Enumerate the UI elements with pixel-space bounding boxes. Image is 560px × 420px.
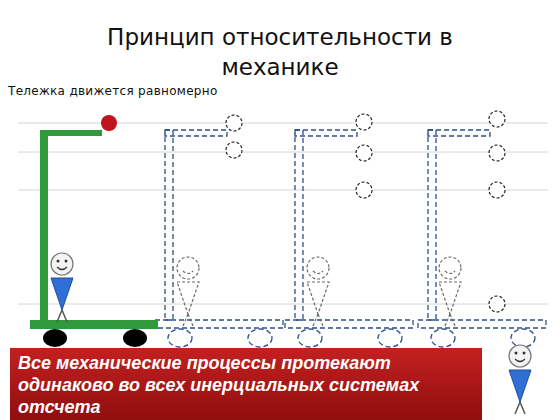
ball-outline (489, 182, 505, 198)
guide-line (18, 123, 548, 124)
cart-platform (30, 320, 158, 329)
ball-outline (226, 142, 242, 158)
guide-line (18, 304, 548, 305)
ball-outline (489, 145, 505, 161)
cart-wheel (123, 329, 147, 347)
ball-outline (489, 111, 505, 127)
ball (101, 115, 117, 131)
principle-banner: Все механические процессы протекают один… (10, 348, 482, 420)
cart (30, 130, 158, 347)
ball-positions (226, 111, 505, 312)
ball-outline (489, 296, 505, 312)
cart-outline (418, 130, 546, 347)
person-outline (177, 257, 199, 326)
guide-line (18, 152, 548, 153)
guide-line (18, 190, 548, 191)
cart-wheel (43, 329, 67, 347)
slide-title: Принцип относительности в механике (70, 22, 490, 82)
cart-pole (40, 130, 48, 322)
banner-text: Все механические процессы протекают один… (18, 352, 474, 418)
cart-arm (40, 130, 102, 136)
ball-outline (226, 115, 242, 131)
ball-outline (356, 182, 372, 198)
observer (509, 345, 531, 414)
subtitle-note: Тележка движется равномерно (8, 84, 218, 98)
trajectory-lines (18, 123, 548, 304)
person-on-cart (51, 253, 73, 322)
ball-outline (356, 114, 372, 130)
person-outline (439, 257, 461, 326)
cart-outline (285, 130, 413, 347)
person-outline (307, 257, 329, 326)
ball-outline (356, 145, 372, 161)
cart-outline (155, 130, 283, 347)
